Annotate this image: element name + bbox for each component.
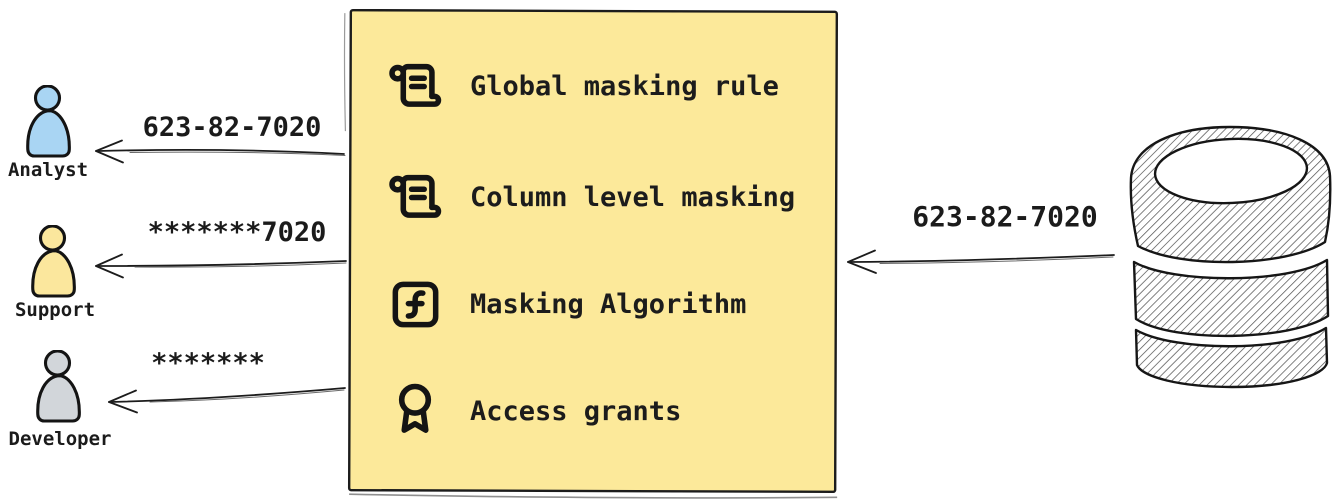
persona-support-label: Support <box>14 299 96 321</box>
database-icon <box>1129 125 1332 389</box>
sketch-understroke <box>349 493 838 499</box>
person-body <box>36 374 81 423</box>
person-head <box>33 85 62 112</box>
masking-box-item-label: Global masking rule <box>470 70 779 102</box>
developer-value-label: ******* <box>151 348 265 379</box>
scroll-icon <box>386 55 444 117</box>
persona-analyst-label: Analyst <box>7 159 89 181</box>
masking-box <box>343 8 839 499</box>
arrow-to-developer <box>108 387 346 414</box>
database-bottom-segment <box>1134 326 1329 389</box>
masking-box-item-label: Access grants <box>470 395 682 427</box>
sketch-understroke-left <box>343 13 347 132</box>
person-icon <box>26 85 71 158</box>
masking-box-item-column-masking: Column level masking <box>386 164 826 230</box>
person-icon <box>36 350 81 423</box>
arrow-from-database <box>847 249 1115 274</box>
function-icon <box>386 273 444 335</box>
database-opening <box>1153 137 1309 205</box>
masking-box-item-label: Column level masking <box>470 181 796 213</box>
analyst-value-label: 623-82-7020 <box>142 112 322 143</box>
person-head <box>43 350 72 377</box>
persona-developer-label: Developer <box>8 428 112 450</box>
person-head <box>38 225 67 252</box>
support-value-label: *******7020 <box>147 217 327 248</box>
scroll-icon <box>386 166 444 228</box>
database-middle-segment <box>1132 258 1330 338</box>
person-icon <box>31 225 76 298</box>
database-value-label: 623-82-7020 <box>912 200 1098 233</box>
award-icon <box>386 380 444 442</box>
arrow-to-analyst <box>95 139 346 164</box>
arrow-to-support <box>95 253 347 279</box>
masking-box-item-label: Masking Algorithm <box>470 288 747 320</box>
masking-box-item-algorithm: Masking Algorithm <box>386 271 826 337</box>
person-body <box>31 249 76 298</box>
person-body <box>26 109 71 158</box>
masking-box-background <box>347 8 839 494</box>
masking-box-item-global-rule: Global masking rule <box>386 53 826 119</box>
masking-box-item-access-grants: Access grants <box>386 378 826 444</box>
